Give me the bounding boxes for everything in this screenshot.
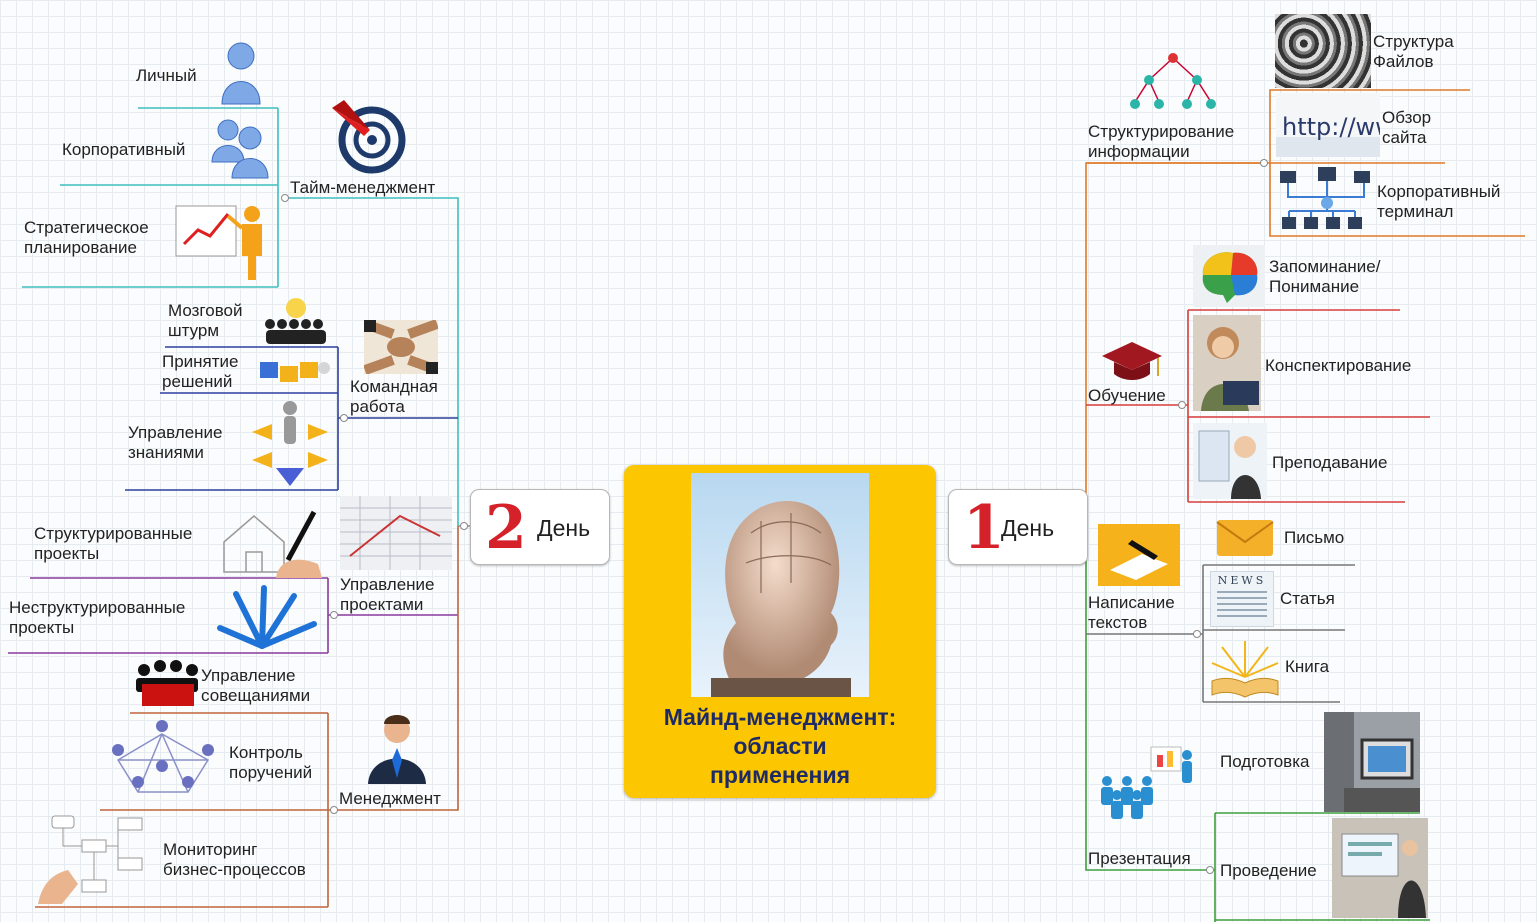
topic-structured-projects[interactable]: Структурированные проекты (34, 524, 193, 563)
day2-number: 2 (485, 493, 527, 563)
central-title: Майнд-менеджмент: области применения (663, 704, 897, 788)
topic-book[interactable]: Книга (1285, 657, 1330, 676)
teacher-photo (1193, 423, 1267, 499)
branch-team-lines (125, 346, 458, 491)
newspaper-icon: NEWS (1210, 571, 1274, 627)
people-network-icon (112, 720, 214, 793)
topic-preparation[interactable]: Подготовка (1220, 752, 1310, 771)
topic-site-review[interactable]: Обзор сайта (1382, 108, 1432, 147)
group-icon (211, 119, 269, 179)
phrenology-head-image (691, 473, 869, 697)
presenter-photo (1332, 818, 1428, 918)
writing-icon (1098, 524, 1180, 586)
topic-struct-info[interactable]: Структурирование информации (1088, 122, 1235, 161)
team-hands-icon (364, 320, 438, 374)
target-clock-icon (332, 100, 406, 174)
person-icon (221, 42, 261, 105)
topic-management[interactable]: Менеджмент (339, 789, 441, 808)
student-photo (1193, 315, 1261, 411)
topic-unstructured-projects[interactable]: Неструктурированные проекты (9, 598, 186, 637)
arrows-burst-icon (217, 585, 317, 649)
topic-learning[interactable]: Обучение (1088, 386, 1166, 405)
central-topic[interactable]: Майнд-менеджмент: области применения (624, 465, 936, 798)
branch-time-mgmt-lines (22, 107, 459, 526)
branch-manager-lines (35, 526, 459, 908)
topic-article[interactable]: Статья (1280, 589, 1335, 608)
topic-teamwork[interactable]: Командная работа (350, 377, 438, 416)
topic-teaching[interactable]: Преподавание (1272, 453, 1388, 472)
branch-writing-sub-lines (1086, 564, 1355, 703)
house-drawing-icon (223, 510, 322, 578)
day1-label: День (1001, 515, 1055, 541)
day1-topic[interactable]: 1 День (948, 489, 1088, 565)
hierarchy-icon (1130, 53, 1216, 109)
presentation-audience-icon (1101, 746, 1192, 819)
chart-presenter-icon (175, 205, 262, 280)
project-plan-icon (340, 496, 452, 570)
topic-corporate-terminal[interactable]: Корпоративный терминал (1377, 182, 1501, 221)
envelope-icon (1216, 520, 1274, 556)
manager-icon (368, 715, 426, 784)
flowchart-icon (38, 815, 143, 904)
day2-label: День (537, 515, 591, 541)
day2-topic[interactable]: 2 День (470, 489, 610, 565)
topic-process-monitoring[interactable]: Мониторинг бизнес-процессов (163, 840, 306, 879)
topic-personal[interactable]: Личный (136, 66, 197, 85)
topic-decision-making[interactable]: Принятие решений (162, 352, 239, 391)
topic-brainstorm[interactable]: Мозговой штурм (168, 301, 243, 340)
computer-photo (1324, 712, 1420, 812)
graduation-cap-icon (1102, 342, 1162, 380)
topic-writing[interactable]: Написание текстов (1088, 593, 1175, 632)
topic-time-management[interactable]: Тайм-менеджмент (290, 178, 436, 197)
topic-corporate[interactable]: Корпоративный (62, 140, 186, 159)
topic-note-taking[interactable]: Конспектирование (1265, 356, 1412, 375)
branch-learning-lines (1086, 309, 1430, 503)
brain-icon (1193, 245, 1265, 307)
brainstorm-icon (265, 298, 326, 344)
network-icon (1280, 167, 1370, 229)
topic-letter[interactable]: Письмо (1284, 528, 1345, 547)
topic-project-management[interactable]: Управление проектами (340, 575, 435, 614)
topic-knowledge-management[interactable]: Управление знаниями (128, 423, 223, 462)
topic-conducting[interactable]: Проведение (1220, 861, 1317, 880)
branch-writing-lines (1085, 525, 1215, 871)
meeting-icon (136, 660, 198, 706)
puzzle-icon (260, 362, 330, 382)
topic-memorizing[interactable]: Запоминание/ Понимание (1269, 257, 1381, 296)
book-icon (1211, 641, 1279, 698)
knowledge-icon (252, 401, 328, 486)
topic-strategic-planning[interactable]: Стратегическое планирование (24, 218, 149, 257)
topic-task-control[interactable]: Контроль поручений (229, 743, 313, 782)
http-address-icon: http://www (1276, 93, 1380, 157)
branch-presentation-lines (1214, 812, 1430, 922)
topic-meeting-management[interactable]: Управление совещаниями (201, 666, 311, 705)
topic-presentation[interactable]: Презентация (1088, 849, 1191, 868)
texture-image (1275, 14, 1371, 88)
branch-projects-lines (8, 577, 458, 654)
topic-file-structure[interactable]: Структура Файлов (1373, 32, 1454, 71)
day1-number: 1 (963, 493, 1005, 563)
svg-text:http://www: http://www (1282, 113, 1380, 141)
